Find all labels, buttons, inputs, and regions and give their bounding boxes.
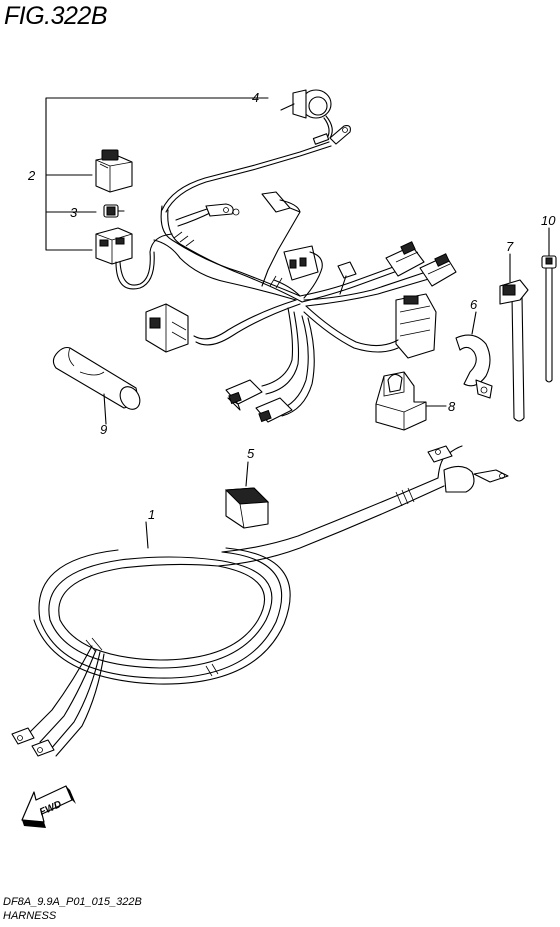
group-bracket bbox=[45, 97, 269, 251]
part-4-grommet-lead[interactable] bbox=[161, 89, 351, 213]
callout-3: 3 bbox=[70, 205, 78, 220]
callout-6: 6 bbox=[470, 297, 478, 312]
part-10-cable-tie[interactable] bbox=[541, 227, 557, 383]
part-5-rubber-cap[interactable] bbox=[224, 461, 270, 529]
part-9-protector-tube[interactable] bbox=[52, 346, 143, 425]
fwd-arrow-icon: FWD bbox=[21, 785, 76, 828]
part-2-relay[interactable] bbox=[95, 149, 133, 193]
part-1-main-harness[interactable] bbox=[11, 445, 509, 757]
part-3-fuse[interactable] bbox=[103, 204, 125, 218]
part-8-holder-clip[interactable] bbox=[375, 371, 447, 431]
relay-socket[interactable] bbox=[95, 227, 173, 290]
callout-2: 2 bbox=[27, 168, 36, 183]
callout-7: 7 bbox=[506, 239, 514, 254]
part-6-clamp[interactable] bbox=[455, 311, 493, 399]
callout-10: 10 bbox=[541, 213, 556, 228]
engine-harness[interactable] bbox=[145, 191, 457, 423]
callout-labels: 1 2 3 4 5 6 7 8 9 10 bbox=[27, 90, 556, 522]
figure-title: FIG.322B bbox=[4, 2, 108, 30]
callout-5: 5 bbox=[247, 446, 255, 461]
diagram-code: DF8A_9.9A_P01_015_322B bbox=[3, 896, 142, 908]
diagram-name: HARNESS bbox=[3, 910, 57, 922]
callout-9: 9 bbox=[100, 422, 107, 437]
callout-4: 4 bbox=[252, 90, 259, 105]
part-7-cable-tie-clip[interactable] bbox=[499, 253, 529, 422]
callout-8: 8 bbox=[448, 399, 456, 414]
callout-1: 1 bbox=[148, 507, 155, 522]
